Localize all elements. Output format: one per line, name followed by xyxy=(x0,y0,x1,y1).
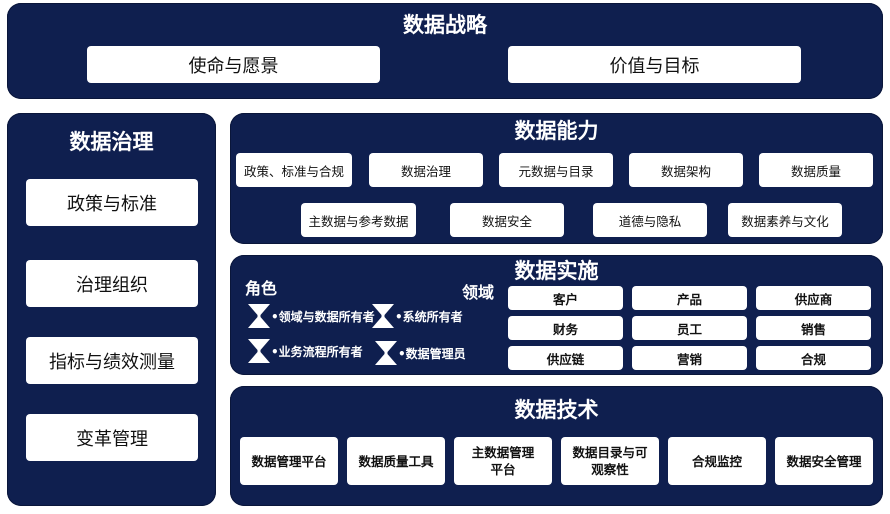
strategy-title: 数据战略 xyxy=(403,13,487,37)
domain-item[interactable]: 营销 xyxy=(632,346,747,370)
implementation-panel: 数据实施 角色 领域 •领域与数据所有者 •系统所有者 •业务流程所有者 •数据… xyxy=(230,255,883,375)
capability-item[interactable]: 数据安全 xyxy=(450,203,564,237)
capability-item[interactable]: 数据素养与文化 xyxy=(728,203,842,237)
technology-item[interactable]: 主数据管理 平台 xyxy=(454,437,552,485)
capability-item[interactable]: 政策、标准与合规 xyxy=(236,153,352,187)
implementation-title: 数据实施 xyxy=(514,259,599,283)
capability-item[interactable]: 道德与隐私 xyxy=(593,203,707,237)
roles-label: 角色 xyxy=(245,279,278,298)
strategy-item-value[interactable]: 价值与目标 xyxy=(508,46,801,83)
capability-item[interactable]: 数据架构 xyxy=(629,153,743,187)
hourglass-icon xyxy=(375,341,397,365)
domain-item[interactable]: 供应链 xyxy=(508,346,623,370)
role-label: •数据管理员 xyxy=(398,346,466,361)
governance-item-org[interactable]: 治理组织 xyxy=(26,260,198,307)
technology-item[interactable]: 数据管理平台 xyxy=(240,437,338,485)
domains-label: 领域 xyxy=(462,283,495,302)
domain-item[interactable]: 供应商 xyxy=(756,286,871,310)
domain-item[interactable]: 员工 xyxy=(632,316,747,340)
domain-item[interactable]: 合规 xyxy=(756,346,871,370)
role-process-owner: •业务流程所有者 xyxy=(247,338,363,364)
technology-item[interactable]: 数据质量工具 xyxy=(347,437,445,485)
governance-item-policy[interactable]: 政策与标准 xyxy=(26,179,198,226)
domain-item[interactable]: 客户 xyxy=(508,286,623,310)
role-system-owner: •系统所有者 xyxy=(371,303,463,329)
domain-item[interactable]: 财务 xyxy=(508,316,623,340)
technology-title: 数据技术 xyxy=(514,398,599,422)
role-data-steward: •数据管理员 xyxy=(374,340,466,366)
role-label: •业务流程所有者 xyxy=(271,344,363,359)
capability-item[interactable]: 元数据与目录 xyxy=(499,153,613,187)
hourglass-icon xyxy=(248,339,270,363)
capability-panel: 数据能力 政策、标准与合规 数据治理 元数据与目录 数据架构 数据质量 主数据与… xyxy=(230,113,883,244)
technology-item[interactable]: 数据安全管理 xyxy=(775,437,873,485)
governance-title: 数据治理 xyxy=(69,130,154,154)
technology-panel: 数据技术 数据管理平台 数据质量工具 主数据管理 平台 数据目录与可 观察性 合… xyxy=(230,386,883,506)
governance-item-change[interactable]: 变革管理 xyxy=(26,414,198,461)
role-label: •系统所有者 xyxy=(395,309,463,324)
strategy-panel: 数据战略 使命与愿景 价值与目标 xyxy=(7,3,883,99)
technology-item[interactable]: 数据目录与可 观察性 xyxy=(561,437,659,485)
domain-item[interactable]: 销售 xyxy=(756,316,871,340)
governance-item-metrics[interactable]: 指标与绩效测量 xyxy=(26,337,198,384)
technology-item[interactable]: 合规监控 xyxy=(668,437,766,485)
governance-panel: 数据治理 政策与标准 治理组织 指标与绩效测量 变革管理 xyxy=(7,113,216,506)
domain-item[interactable]: 产品 xyxy=(632,286,747,310)
strategy-item-mission[interactable]: 使命与愿景 xyxy=(87,46,380,83)
capability-title: 数据能力 xyxy=(514,119,599,143)
role-label: •领域与数据所有者 xyxy=(271,309,375,324)
hourglass-icon xyxy=(372,304,394,328)
hourglass-icon xyxy=(248,304,270,328)
capability-item[interactable]: 数据质量 xyxy=(759,153,873,187)
capability-item[interactable]: 主数据与参考数据 xyxy=(301,203,416,237)
capability-item[interactable]: 数据治理 xyxy=(369,153,483,187)
role-domain-owner: •领域与数据所有者 xyxy=(247,303,375,329)
